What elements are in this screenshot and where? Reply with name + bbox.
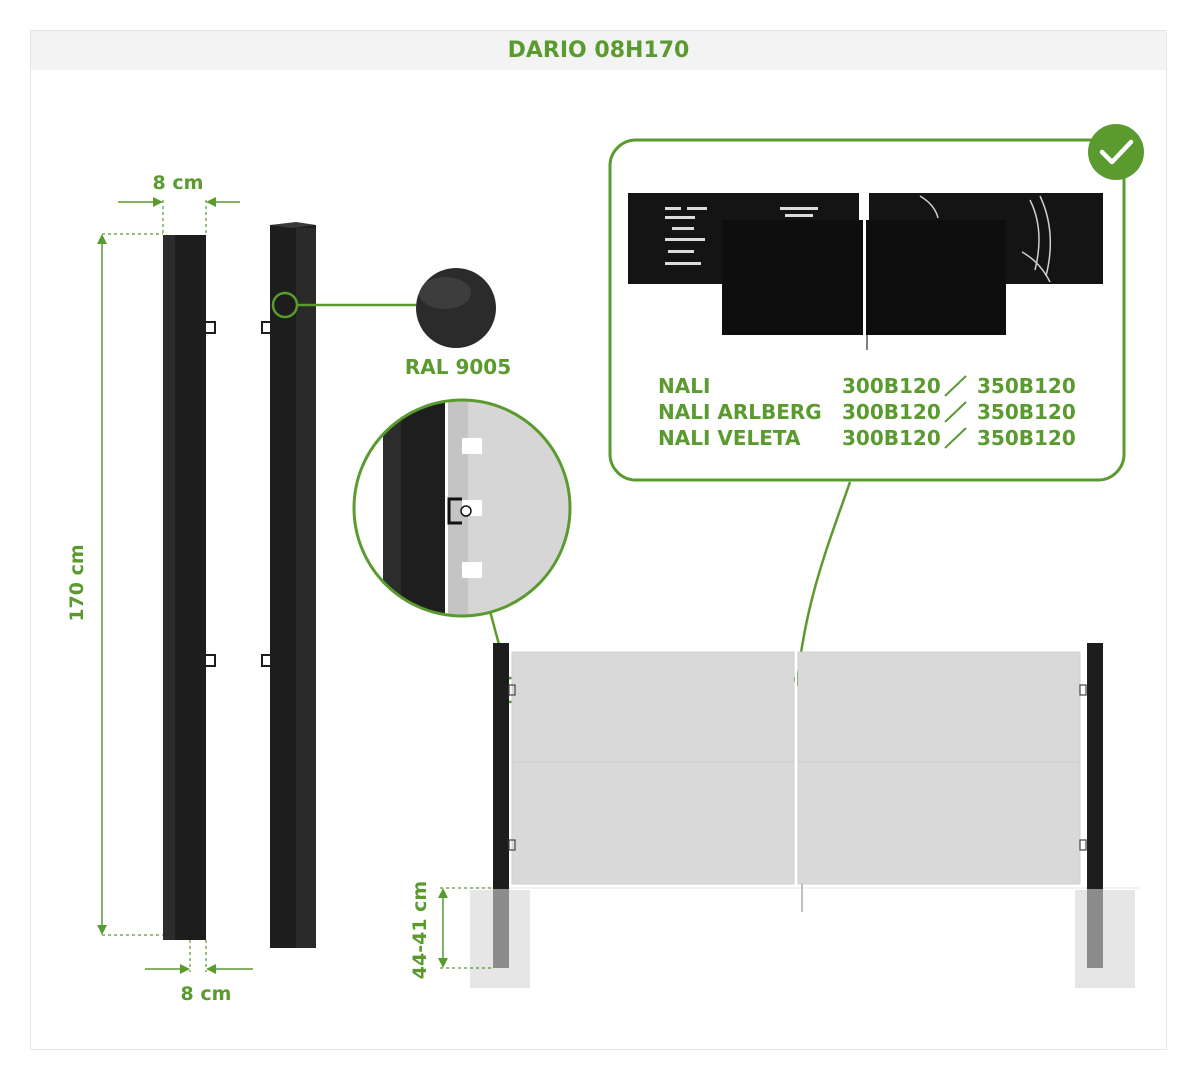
gate-installation (470, 643, 1140, 988)
dimension-foundation: 44-41 cm (409, 881, 493, 979)
compat-name-0: NALI (658, 374, 710, 398)
dimension-height: 170 cm (66, 233, 163, 936)
compat-row-0: NALI 300B120 350B120 (658, 374, 1076, 398)
post-side (261, 222, 316, 948)
check-icon (1088, 124, 1144, 180)
compat-name-1: NALI ARLBERG (658, 400, 822, 424)
compat-model-b-0: 350B120 (977, 374, 1076, 398)
dimension-width-top: 8 cm (118, 172, 240, 235)
page-title: DARIO 08H170 (507, 38, 690, 63)
height-label: 170 cm (66, 544, 88, 621)
diagram-frame (30, 30, 1167, 1050)
compat-row-1: NALI ARLBERG 300B120 350B120 (658, 400, 1076, 424)
compat-model-b-1: 350B120 (977, 400, 1076, 424)
compat-model-a-1: 300B120 (842, 400, 941, 424)
dimension-width-bottom: 8 cm (145, 940, 253, 1005)
zoom-detail (352, 398, 572, 704)
compat-name-2: NALI VELETA (658, 426, 801, 450)
width-bottom-label: 8 cm (181, 983, 232, 1005)
compat-model-b-2: 350B120 (977, 426, 1076, 450)
color-swatch-label: RAL 9005 (405, 355, 511, 379)
compat-model-a-2: 300B120 (842, 426, 941, 450)
gate-thumbnail (628, 193, 1103, 350)
width-top-label: 8 cm (153, 172, 204, 194)
title-bar (31, 31, 1166, 70)
foundation-label: 44-41 cm (409, 881, 431, 979)
color-callout: RAL 9005 (271, 268, 511, 379)
compat-row-2: NALI VELETA 300B120 350B120 (658, 426, 1076, 450)
compatible-box: NALI 300B120 350B120 NALI ARLBERG 300B12… (608, 124, 1144, 482)
compat-model-a-0: 300B120 (842, 374, 941, 398)
post-front (163, 235, 216, 940)
